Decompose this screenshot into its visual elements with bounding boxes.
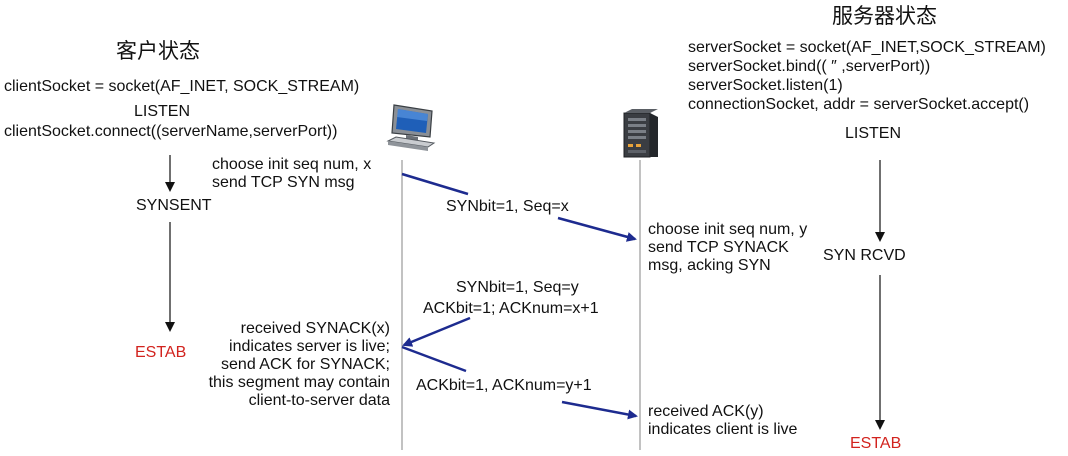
synack-arrow <box>402 316 471 347</box>
ack-message-label: ACKbit=1, ACKnum=y+1 <box>416 377 592 394</box>
synack-message-label-2: ACKbit=1; ACKnum=x+1 <box>423 300 599 317</box>
client-connect-call: clientSocket.connect((serverName,serverP… <box>4 123 338 140</box>
client-action-2-line: received SYNACK(x) <box>240 320 390 337</box>
client-action-2: received SYNACK(x) indicates server is l… <box>209 320 390 410</box>
client-action-2-line: this segment may contain <box>208 374 390 391</box>
client-action-2-line: send ACK for SYNACK; <box>221 356 390 373</box>
server-code-line: serverSocket.bind(( ″ ,serverPort)) <box>688 58 931 75</box>
server-state-syn-rcvd: SYN RCVD <box>823 247 906 264</box>
client-action-2-line: indicates server is live; <box>229 338 390 355</box>
server-action-1-line: msg, acking SYN <box>648 257 771 274</box>
server-action-1: choose init seq num, y send TCP SYNACK m… <box>648 221 807 275</box>
server-action-2: received ACK(y) indicates client is live <box>648 403 797 439</box>
syn-arrow-seg-2 <box>557 216 637 242</box>
client-action-1-line: send TCP SYN msg <box>212 174 355 191</box>
client-action-1: choose init seq num, x send TCP SYN msg <box>212 156 371 192</box>
client-action-2-line: client-to-server data <box>248 392 390 409</box>
client-state-listen: LISTEN <box>134 103 191 120</box>
ack-arrow-seg-1 <box>401 345 467 373</box>
server-action-2-line: indicates client is live <box>648 421 798 438</box>
client-action-1-line: choose init seq num, x <box>212 156 372 173</box>
client-state-title: 客户状态 <box>116 40 200 63</box>
syn-arrow-seg-1 <box>401 172 469 196</box>
server-code-line: serverSocket = socket(AF_INET,SOCK_STREA… <box>688 39 1046 56</box>
server-action-1-line: choose init seq num, y <box>648 221 808 238</box>
server-tower-icon <box>623 109 658 158</box>
syn-message-label: SYNbit=1, Seq=x <box>446 198 569 215</box>
server-code-line: connectionSocket, addr = serverSocket.ac… <box>688 96 1030 113</box>
client-socket-call: clientSocket = socket(AF_INET, SOCK_STRE… <box>4 78 360 95</box>
server-code-block: serverSocket = socket(AF_INET,SOCK_STREA… <box>688 38 1046 114</box>
server-code-line: serverSocket.listen(1) <box>688 77 843 94</box>
server-state-listen: LISTEN <box>845 125 902 142</box>
server-action-1-line: send TCP SYNACK <box>648 239 789 256</box>
desktop-computer-icon <box>386 104 436 151</box>
server-action-2-line: received ACK(y) <box>648 403 764 420</box>
client-state-estab: ESTAB <box>135 344 187 361</box>
client-state-synsent: SYNSENT <box>136 197 212 214</box>
server-state-estab: ESTAB <box>850 435 902 452</box>
ack-arrow-seg-2 <box>561 400 638 420</box>
synack-message-label-1: SYNbit=1, Seq=y <box>456 279 579 296</box>
server-state-title: 服务器状态 <box>832 5 937 28</box>
